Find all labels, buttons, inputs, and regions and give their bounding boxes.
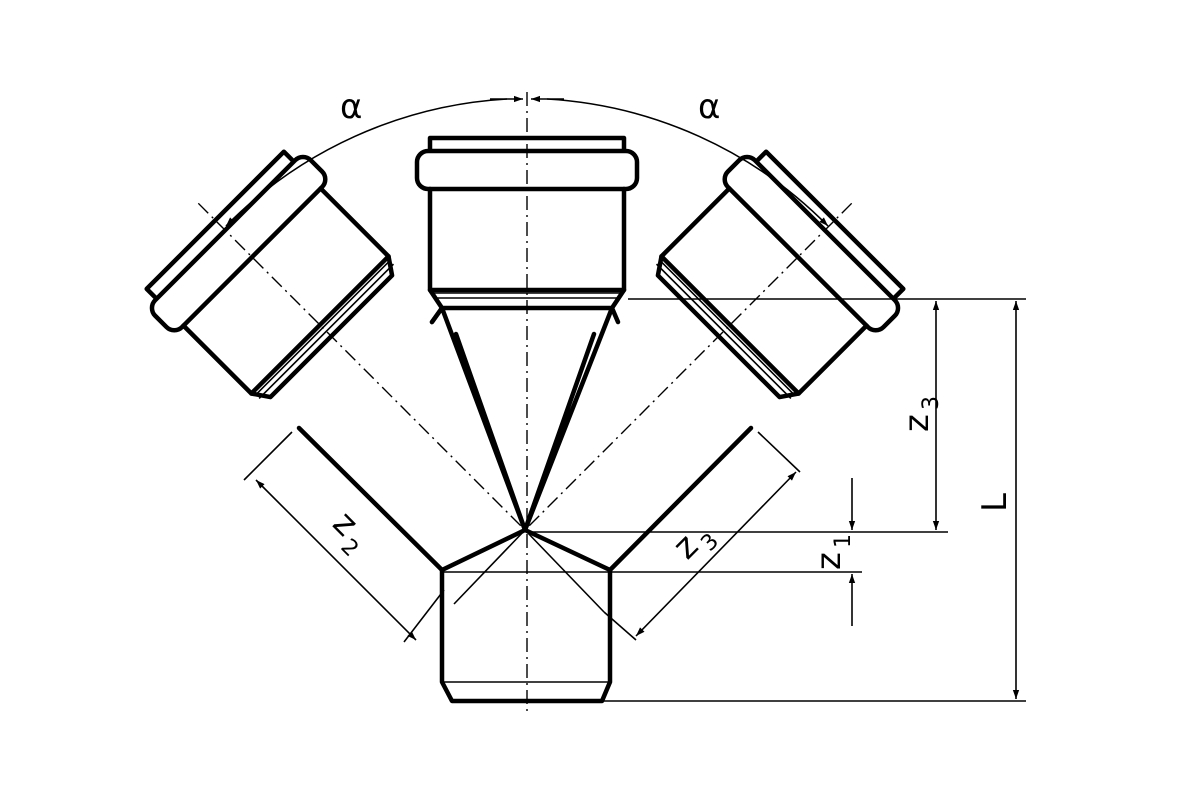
- right-socket-body: [659, 186, 869, 396]
- label-z1: z 1: [809, 534, 856, 570]
- ext-line-right-socket: [757, 431, 801, 473]
- left-branch-outer-edge: [296, 425, 445, 573]
- yoke-fold-left: [453, 529, 526, 605]
- label-z3-vertical: z 3: [897, 396, 944, 432]
- dimension-lines: [255, 301, 1020, 699]
- label-L: L: [975, 493, 1015, 512]
- dim-line-z2: [255, 479, 417, 641]
- right-socket-axis: [524, 202, 853, 531]
- label-z3-diagonal: z 3: [665, 526, 724, 567]
- extension-lines: [243, 298, 1026, 702]
- left-socket-base: [249, 254, 395, 400]
- right-crotch-edge: [522, 305, 621, 533]
- dim-line-z3-diagonal: [635, 471, 797, 637]
- label-z2-letter: z: [325, 503, 366, 544]
- angle-arc-right: [546, 98, 829, 227]
- ext-line-right-end: [603, 611, 637, 641]
- left-crotch-inner: [429, 305, 445, 325]
- label-z1-letter: z: [809, 552, 849, 570]
- label-z3-vertical-letter: z: [897, 414, 937, 432]
- label-L-text: L: [975, 493, 1015, 512]
- angle-label-left: α: [340, 87, 362, 127]
- angle-dimension: α α: [225, 87, 829, 227]
- left-socket-axis: [197, 202, 526, 531]
- fitting-body: [296, 305, 754, 613]
- left-socket: [144, 149, 526, 531]
- angle-label-right: α: [698, 87, 720, 127]
- lower-left-yoke: [439, 527, 528, 573]
- yoke-fold-right: [524, 529, 605, 613]
- lower-right-yoke: [522, 527, 613, 573]
- label-z1-sub: 1: [831, 534, 856, 548]
- left-socket-body: [181, 186, 391, 396]
- left-socket-stripe-2: [258, 263, 395, 400]
- top-socket-body: [427, 186, 627, 293]
- label-z3-vertical-sub: 3: [919, 396, 944, 410]
- right-socket: [524, 149, 906, 531]
- right-socket-stripe-2: [655, 263, 792, 400]
- ext-line-left-socket: [243, 431, 293, 481]
- right-socket-base: [655, 254, 801, 400]
- angle-arc-left: [225, 98, 508, 227]
- left-crotch-edge: [429, 305, 528, 533]
